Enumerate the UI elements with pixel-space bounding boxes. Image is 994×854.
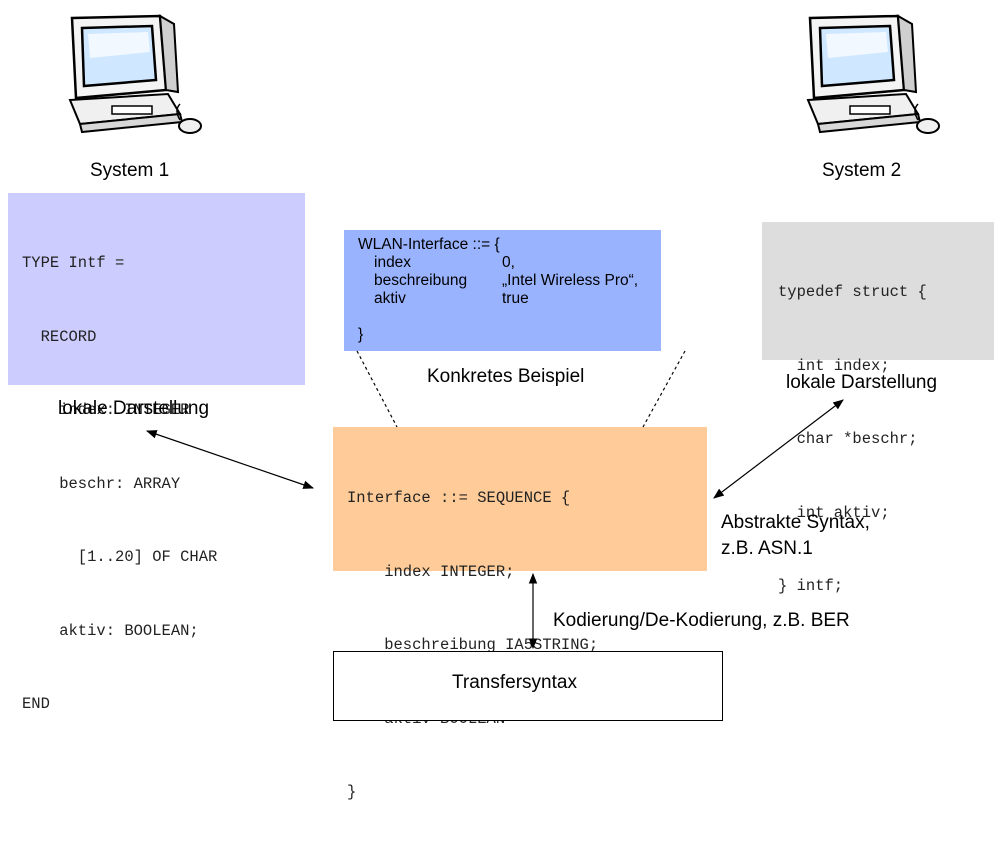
asn1-code-box: Interface ::= SEQUENCE { index INTEGER; … (333, 427, 707, 801)
wlan-value: „Intel Wireless Pro“, (502, 272, 639, 289)
code-line: TYPE Intf = (22, 254, 125, 272)
wlan-field: index (374, 254, 412, 271)
code-line: RECORD (22, 327, 97, 346)
dashed-connector-right (642, 350, 686, 428)
abstract-syntax-label-line2: z.B. ASN.1 (721, 538, 813, 559)
system-1-label: System 1 (90, 160, 170, 181)
encoding-label: Kodierung/De-Kodierung, z.B. BER (553, 610, 850, 631)
wlan-header: WLAN-Interface ::= { (358, 236, 500, 253)
system-2-label: System 2 (822, 160, 902, 181)
code-line: int aktiv; (778, 503, 890, 522)
code-line: char *beschr; (778, 430, 918, 448)
code-line: Interface ::= SEQUENCE { (347, 489, 571, 507)
code-line: aktiv: BOOLEAN; (22, 621, 199, 640)
wlan-footer: } (358, 326, 364, 343)
code-line: } intf; (778, 577, 844, 595)
transfer-syntax-label: Transfersyntax (452, 672, 577, 693)
wlan-field: beschreibung (374, 272, 468, 289)
concrete-example-label: Konkretes Beispiel (427, 366, 585, 387)
local-representation-right-label: lokale Darstellung (786, 372, 938, 393)
wlan-value: 0, (502, 254, 515, 271)
c-code: typedef struct { int index; char *beschr… (778, 231, 927, 648)
code-line: [1..20] OF CHAR (22, 548, 218, 566)
dashed-connector-left (356, 350, 398, 428)
local-representation-left-label: lokale Darstellung (58, 398, 210, 419)
wlan-value: true (502, 290, 529, 307)
asn1-code: Interface ::= SEQUENCE { index INTEGER; … (347, 437, 598, 854)
code-line: beschr: ARRAY (22, 474, 181, 493)
transfer-syntax-box: Transfersyntax (333, 651, 723, 721)
code-line: beschreibung IA5STRING; (347, 636, 599, 654)
wlan-field: aktiv (374, 290, 406, 307)
code-line: index INTEGER; (347, 562, 515, 581)
pascal-code: TYPE Intf = RECORD index: INTEGER beschr… (22, 202, 217, 766)
code-line: } (347, 783, 357, 801)
code-line: int index; (778, 356, 890, 375)
code-line: END (22, 695, 50, 713)
computer-icon-system-2 (800, 8, 950, 138)
computer-icon-system-1 (62, 8, 212, 138)
abstract-syntax-label-line1: Abstrakte Syntax, (721, 512, 870, 533)
concrete-example-box: WLAN-Interface ::= { index 0, beschreibu… (344, 230, 661, 351)
code-line: typedef struct { (778, 283, 927, 301)
code-line: index: INTEGER (22, 401, 190, 419)
c-code-box: typedef struct { int index; char *beschr… (762, 222, 994, 595)
pascal-code-box: TYPE Intf = RECORD index: INTEGER beschr… (8, 193, 305, 713)
